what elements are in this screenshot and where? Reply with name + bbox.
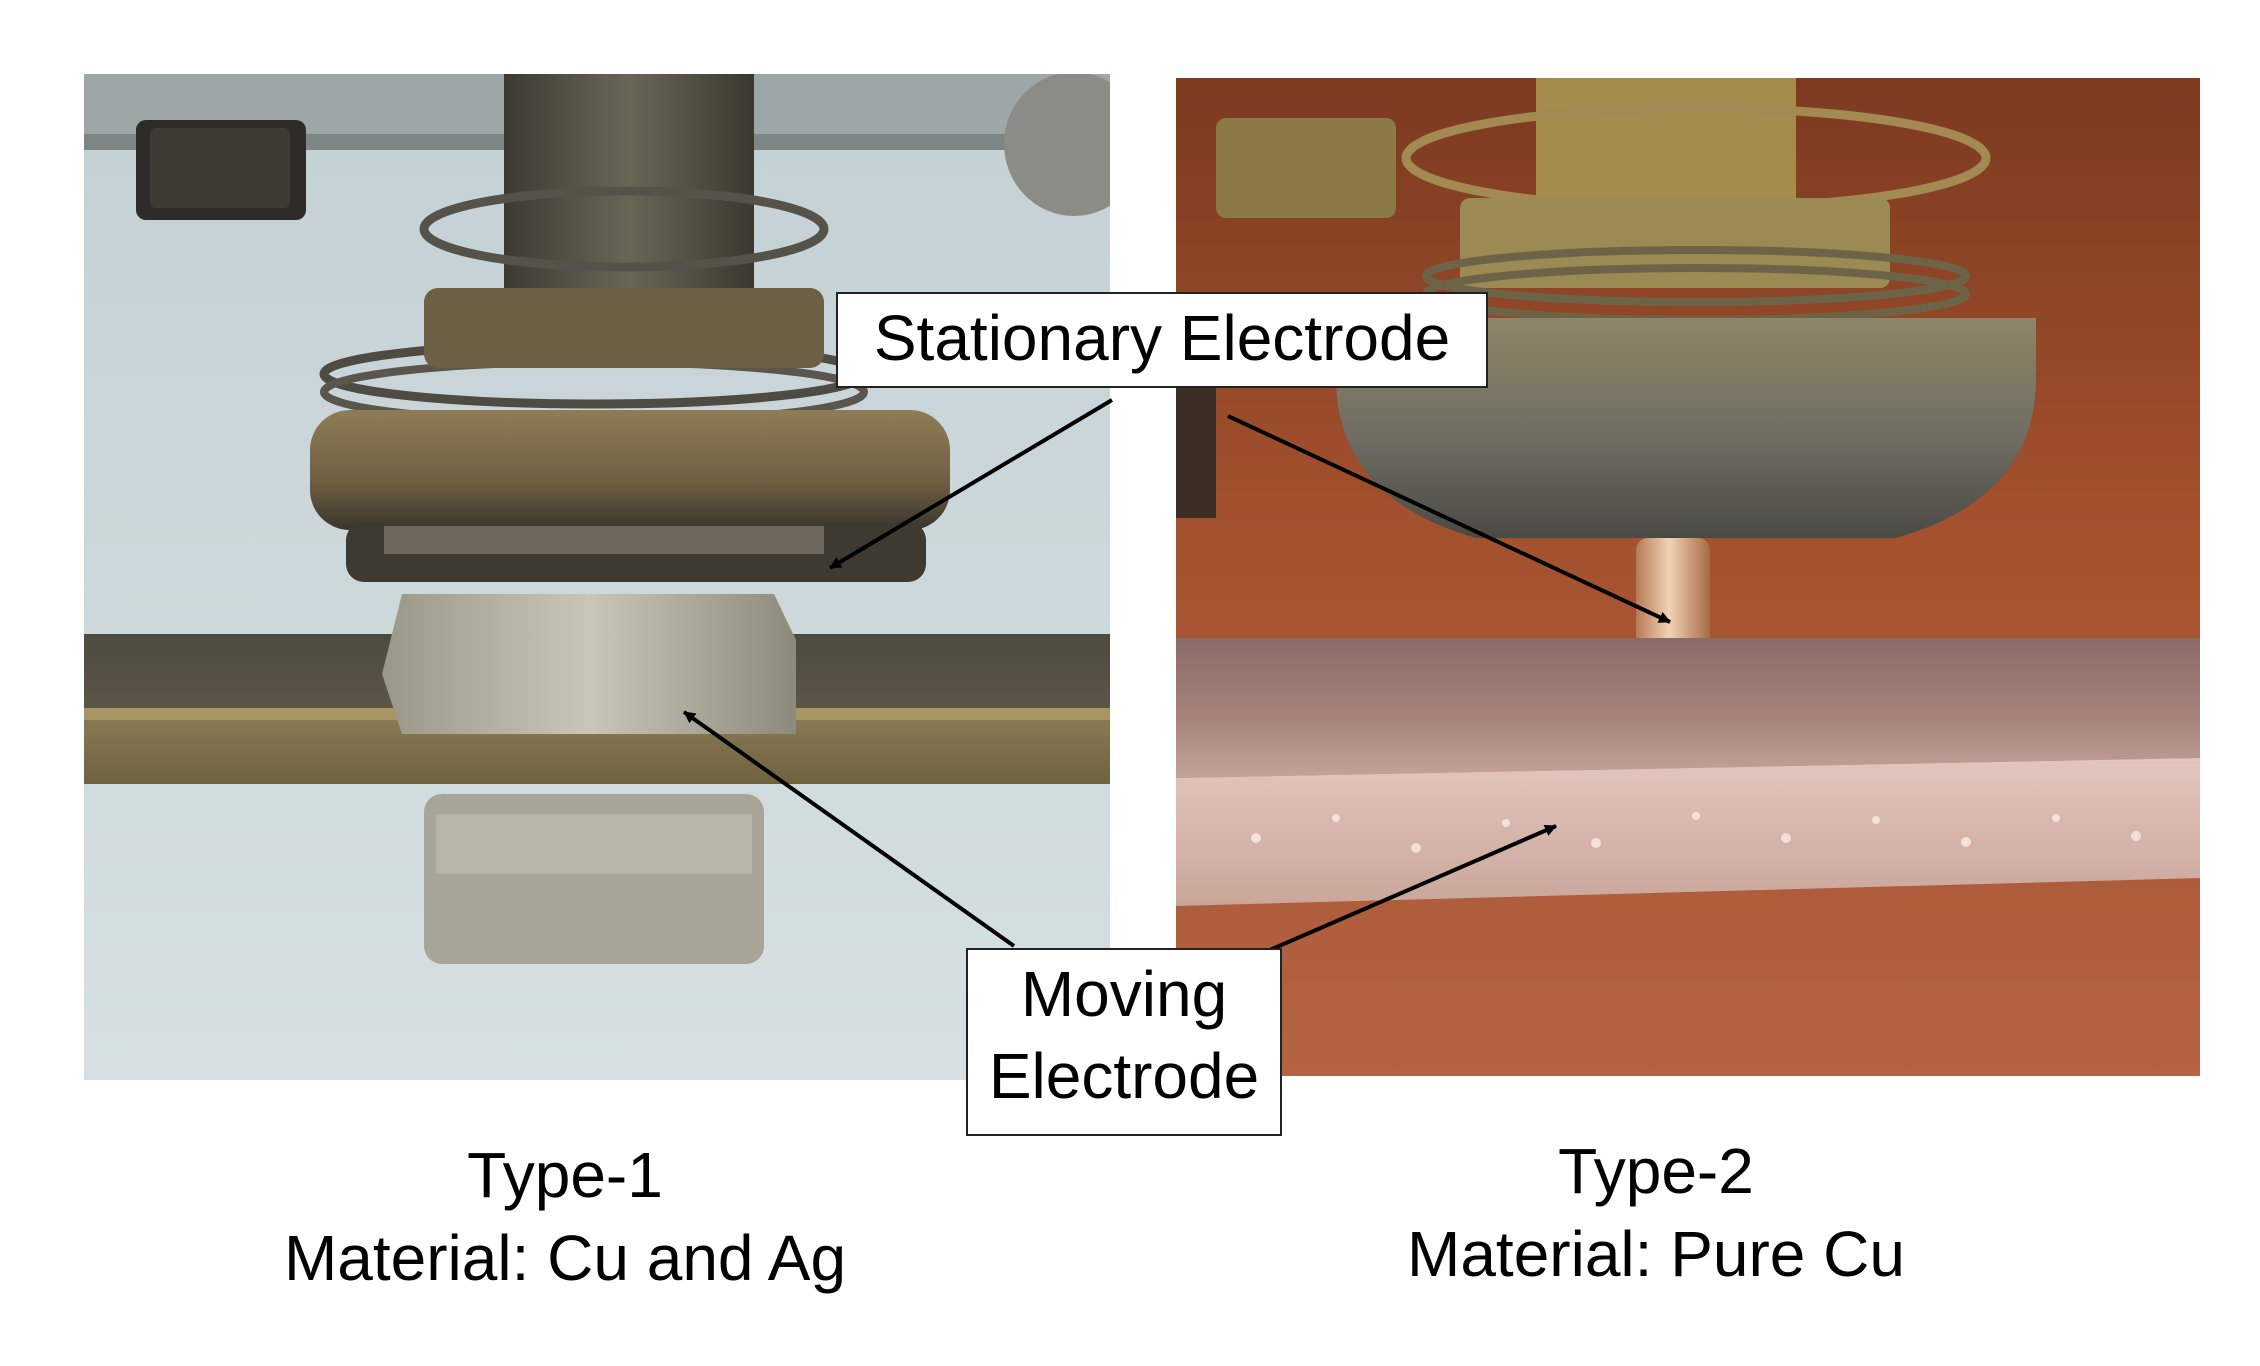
stationary-electrode-text: Stationary Electrode	[873, 302, 1451, 374]
photo-type1-electrode	[84, 74, 1110, 1080]
moving-electrode-text-line1: Moving	[1020, 958, 1228, 1030]
caption-type1-material: Material: Cu and Ag	[283, 1222, 847, 1295]
stationary-electrode-label: Stationary Electrode	[836, 292, 1488, 388]
caption-type2-title: Type-2	[1558, 1135, 1754, 1207]
caption-type1: Type-1 Material: Cu and Ag	[220, 1134, 910, 1300]
caption-type1-title: Type-1	[467, 1139, 663, 1211]
moving-electrode-text-line2: Electrode	[988, 1039, 1260, 1112]
photo-type1-illustration	[84, 74, 1110, 1080]
photo-type2-illustration	[1176, 78, 2200, 1076]
photo-type2-electrode	[1176, 78, 2200, 1076]
caption-type2: Type-2 Material: Pure Cu	[1326, 1130, 1986, 1296]
caption-type2-material: Material: Pure Cu	[1407, 1218, 1905, 1291]
moving-electrode-label: Moving Electrode	[966, 948, 1282, 1136]
